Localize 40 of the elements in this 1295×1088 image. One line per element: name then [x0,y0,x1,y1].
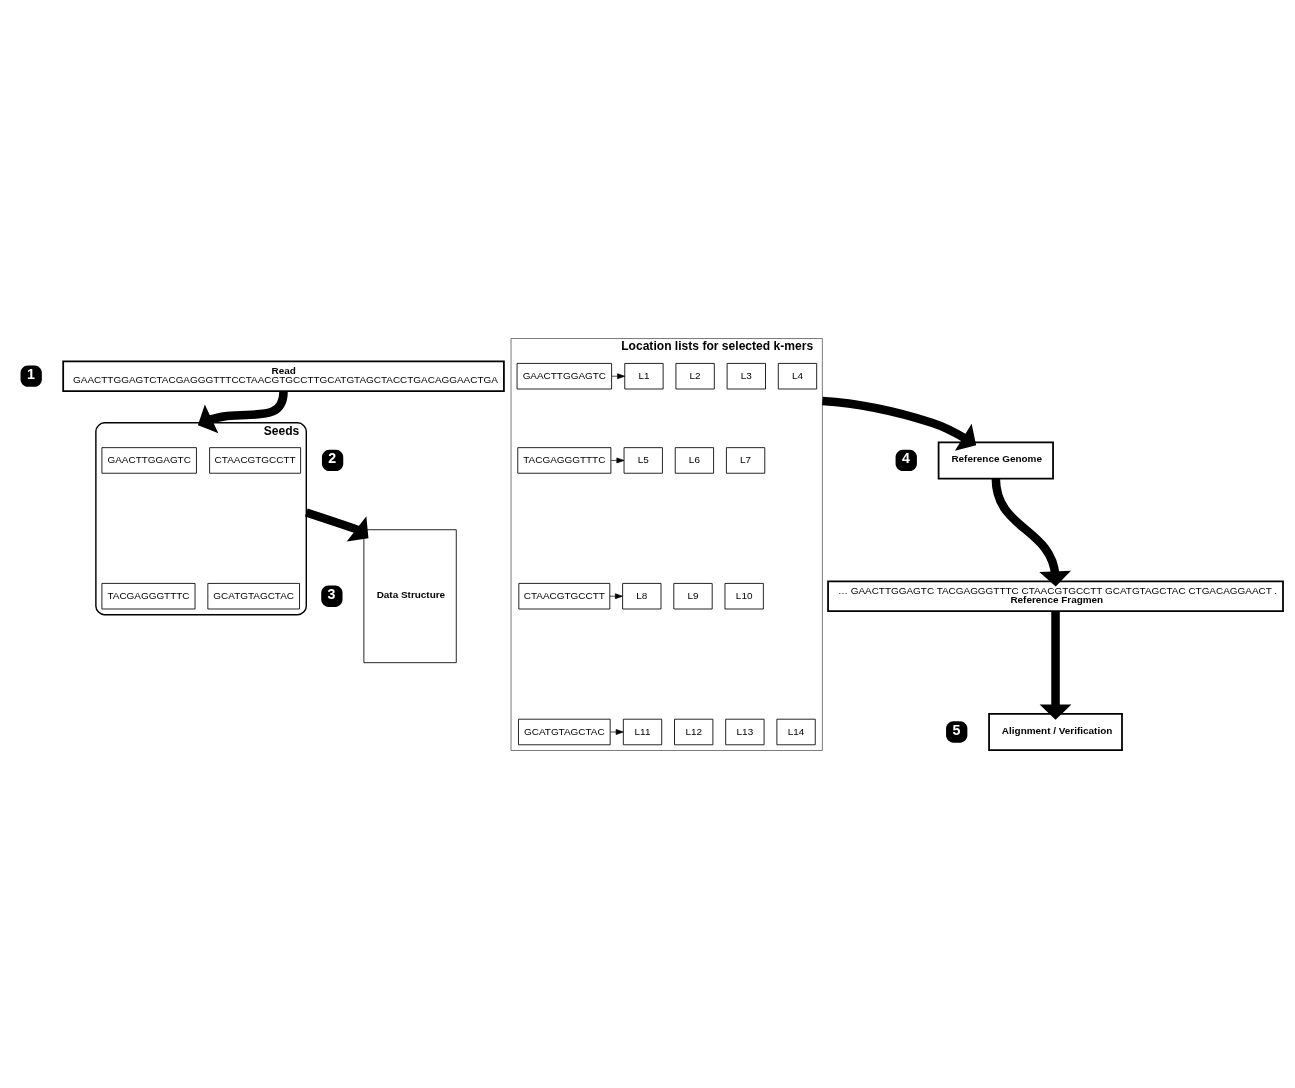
node-box: L5 [623,446,663,474]
arrow [610,457,625,463]
node-box: L6 [674,446,715,474]
node-box: GAACTTGGAGTC [101,446,197,474]
node-box: Reference Genome [937,440,1054,479]
node-box: GCATGTAGCTAC [518,718,611,745]
arrow [304,507,369,541]
node-box: Data Structure [363,528,457,663]
label: 4 [901,449,910,466]
node-box: TACGAGGGTTTC [517,446,612,474]
arrow [609,592,623,599]
node-box: TACGAGGGTTTC [101,582,196,609]
arrow [611,372,626,379]
node-box: Alignment / Verification [988,712,1123,751]
node-box: L12 [674,718,714,745]
node-box: CTAACGTGCCTT [209,446,302,474]
node-box: L14 [776,718,816,745]
node-box: GCATGTAGCTAC [207,582,300,609]
node-box: Read GAACTTGGAGTCTACGAGGGTTTCCTAACGTGCCTTGCATGTAGCTACCTGACAGGAACTGA [62,359,505,392]
node-box: L2 [675,362,715,389]
arrow [822,396,977,451]
label: 3 [327,585,336,602]
node-box: L1 [624,362,664,389]
label: 5 [952,721,961,738]
label: 1 [26,365,35,382]
arrow [610,728,624,735]
node-box: L8 [622,582,662,609]
node-box: … GAACTTGGAGTC TACGAGGGTTTC CTAACGTGCCTT GCATGTAGCTAC CTGACAGGAACT . Reference Fragmen [827,579,1284,612]
node-box: CTAACGTGCCTT [518,582,611,609]
arrow [991,477,1072,586]
node-box: L10 [724,582,764,609]
node-box: GAACTTGGAGTC [516,362,613,389]
node-box: L9 [673,582,713,609]
node-box: L4 [777,362,818,389]
arrow [1039,611,1072,720]
node-box: L3 [726,362,766,389]
node-box: L7 [725,446,766,474]
node-box: L11 [622,718,663,745]
node-box: L13 [725,718,765,745]
label: 2 [328,449,337,466]
